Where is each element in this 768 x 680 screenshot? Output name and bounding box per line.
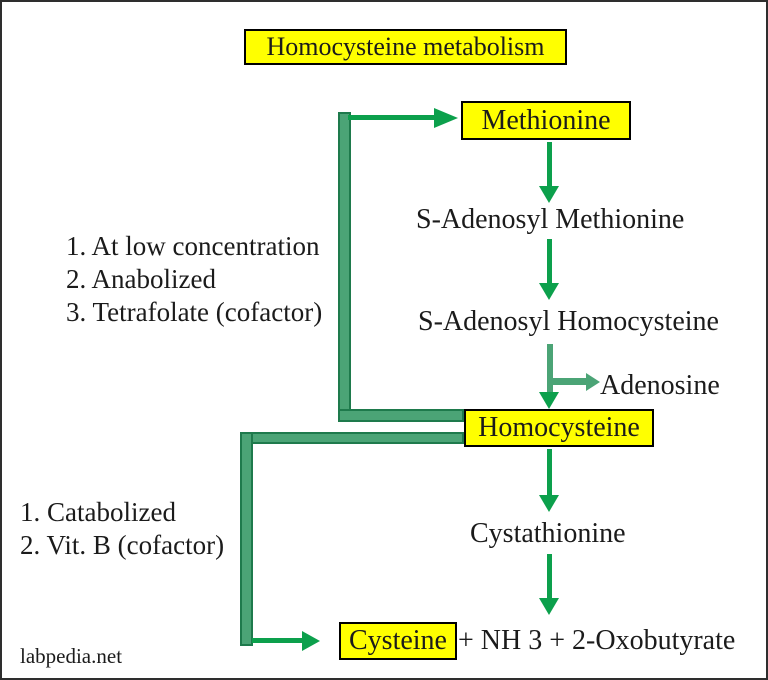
remethylation-vertical-bar [338,112,351,422]
notes-catabolic-line-2: 2. Vit. B (cofactor) [20,530,225,560]
node-cysteine-label: Cysteine [349,625,447,656]
transsulfuration-vertical-bar [240,432,253,646]
arrow-sam-to-sah-line [547,239,552,285]
watermark-text: labpedia.net [20,644,123,668]
arrow-homocysteine-to-cystathionine-head-icon [539,495,559,512]
byproducts-text: + NH 3 + 2-Oxobutyrate [458,625,736,656]
node-methionine: Methionine [461,101,631,140]
notes-catabolic: 1. Catabolized 2. Vit. B (cofactor) [20,496,224,562]
notes-anabolic-line-2: 2. Anabolized [66,264,216,294]
node-cysteine: Cysteine [339,622,457,660]
arrow-sah-to-homocysteine-line [547,344,553,394]
title-text: Homocysteine metabolism [266,32,545,61]
branch-adenosine-line [551,378,588,385]
arrow-methionine-to-sam-head-icon [539,186,559,203]
remethylation-arrowhead-icon [434,108,458,128]
arrow-sam-to-sah-head-icon [539,283,559,300]
arrow-methionine-to-sam-line [547,142,552,188]
node-homocysteine-label: Homocysteine [478,412,640,443]
node-methionine-label: Methionine [481,104,611,136]
transsulfuration-arrowhead-icon [302,631,320,651]
node-cystathionine: Cystathionine [470,518,626,549]
node-s-adenosyl-homocysteine: S-Adenosyl Homocysteine [418,306,719,337]
remethylation-arrow-line [348,115,436,120]
transsulfuration-arrow-line [252,638,304,643]
notes-anabolic-line-3: 3. Tetrafolate (cofactor) [66,297,323,327]
remethylation-horizontal-bar [338,409,464,422]
node-s-adenosyl-methionine: S-Adenosyl Methionine [416,204,685,235]
arrow-homocysteine-to-cystathionine-line [547,449,552,497]
node-adenosine: Adenosine [600,370,720,401]
transsulfuration-horizontal-bar [240,432,464,444]
notes-anabolic: 1. At low concentration 2. Anabolized 3.… [66,230,322,329]
arrow-cystathionine-to-products-line [547,554,552,600]
arrow-cystathionine-to-products-head-icon [539,598,559,615]
notes-anabolic-line-1: 1. At low concentration [66,231,320,261]
node-homocysteine: Homocysteine [464,409,654,447]
branch-adenosine-arrowhead-icon [586,373,600,391]
arrow-sah-to-homocysteine-head-icon [539,392,559,409]
title-box: Homocysteine metabolism [244,29,567,65]
notes-catabolic-line-1: 1. Catabolized [20,497,176,527]
